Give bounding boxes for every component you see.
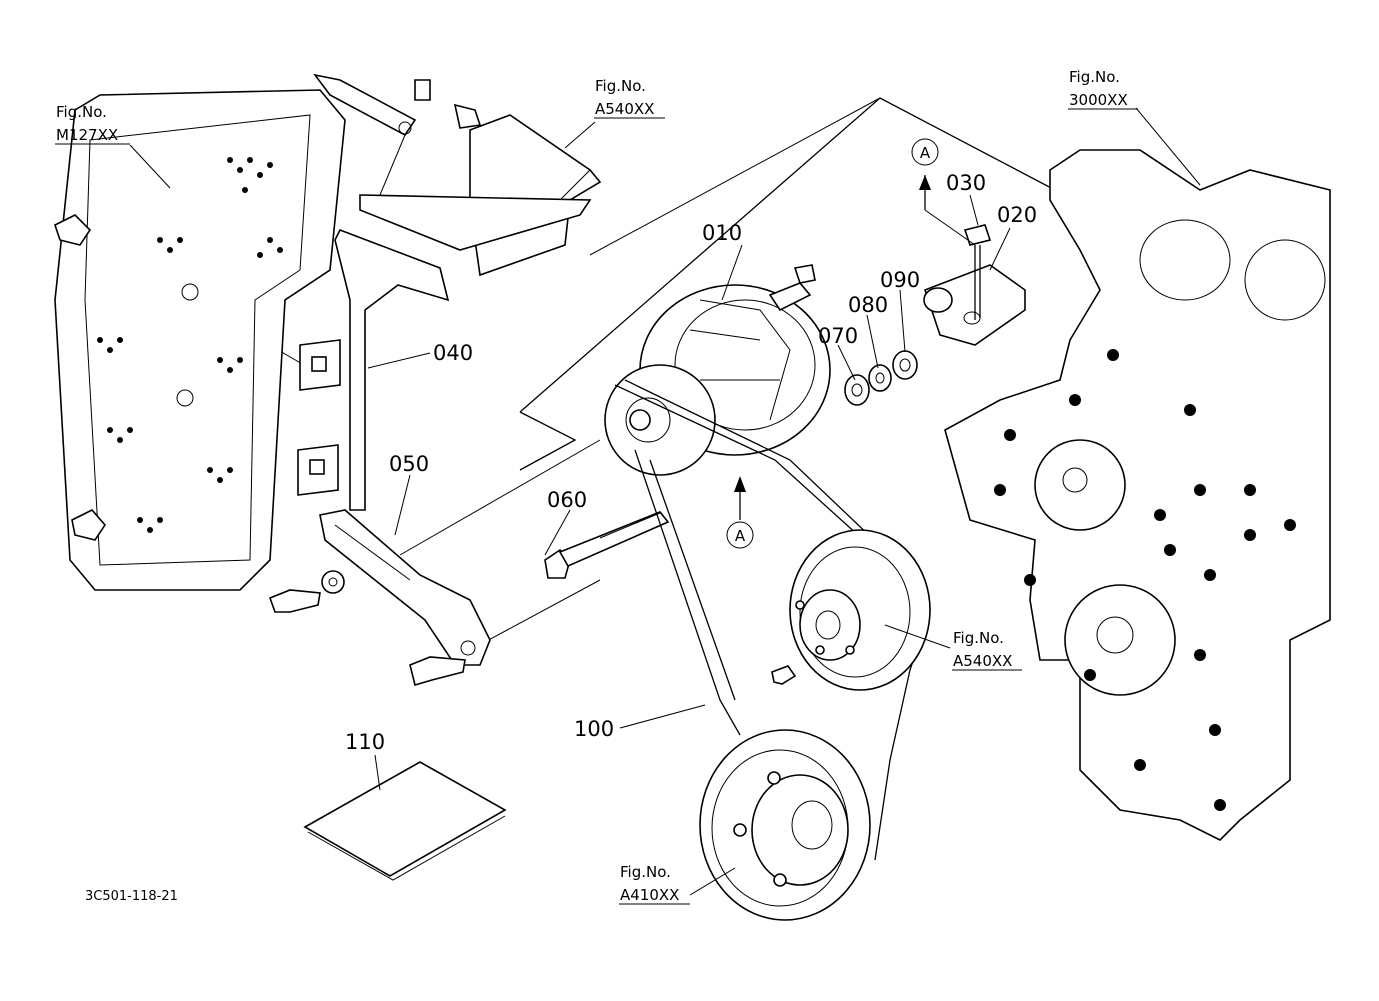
leader-lines <box>129 107 1201 896</box>
fig-ref-code: 3000XX <box>1069 91 1128 109</box>
part-label-110: 110 <box>345 730 385 754</box>
bracket-020 <box>923 224 1026 346</box>
engine-block <box>944 149 1331 841</box>
fig-ref-a540xx-top: Fig.No. A540XX <box>594 77 665 119</box>
fig-ref-3000xx: Fig.No. 3000XX <box>1068 68 1138 110</box>
fig-ref-m127xx: Fig.No. M127XX <box>55 103 130 145</box>
adjusting-arm-050 <box>268 509 491 687</box>
view-marker-label: A <box>735 527 746 545</box>
part-label-020: 020 <box>997 203 1037 227</box>
part-label-080: 080 <box>848 293 888 317</box>
bolt-060 <box>544 511 670 579</box>
fig-ref-code: A410XX <box>620 886 679 904</box>
fig-ref-code: M127XX <box>56 126 118 144</box>
fig-ref-title: Fig.No. <box>1069 68 1120 86</box>
fig-ref-code: A540XX <box>953 652 1012 670</box>
upper-bracket <box>313 73 602 277</box>
fig-ref-title: Fig.No. <box>953 629 1004 647</box>
fig-ref-title: Fig.No. <box>620 863 671 881</box>
part-label-060: 060 <box>547 488 587 512</box>
fig-ref-a410xx: Fig.No. A410XX <box>619 863 690 905</box>
washers <box>844 350 918 406</box>
part-label-010: 010 <box>702 221 742 245</box>
document-110 <box>303 761 507 881</box>
view-marker-upper: A <box>911 138 976 246</box>
fan-pulley <box>771 529 931 691</box>
fig-ref-title: Fig.No. <box>56 103 107 121</box>
part-label-100: 100 <box>574 717 614 741</box>
drawing-code: 3C501-118-21 <box>85 889 178 904</box>
alternator-010 <box>604 264 831 476</box>
crank-pulley <box>699 729 871 921</box>
fig-ref-code: A540XX <box>595 100 654 118</box>
part-label-070: 070 <box>818 324 858 348</box>
part-label-030: 030 <box>946 171 986 195</box>
part-label-040: 040 <box>433 341 473 365</box>
side-cover <box>54 89 346 591</box>
fig-ref-a540xx-mid: Fig.No. A540XX <box>952 629 1022 671</box>
engine-bolts <box>994 349 1296 811</box>
part-label-050: 050 <box>389 452 429 476</box>
cover-perforations <box>97 157 283 533</box>
part-label-090: 090 <box>880 268 920 292</box>
view-marker-label: A <box>920 144 931 162</box>
bracket-040 <box>297 228 450 511</box>
fig-ref-title: Fig.No. <box>595 77 646 95</box>
view-marker-lower: A <box>726 476 754 549</box>
